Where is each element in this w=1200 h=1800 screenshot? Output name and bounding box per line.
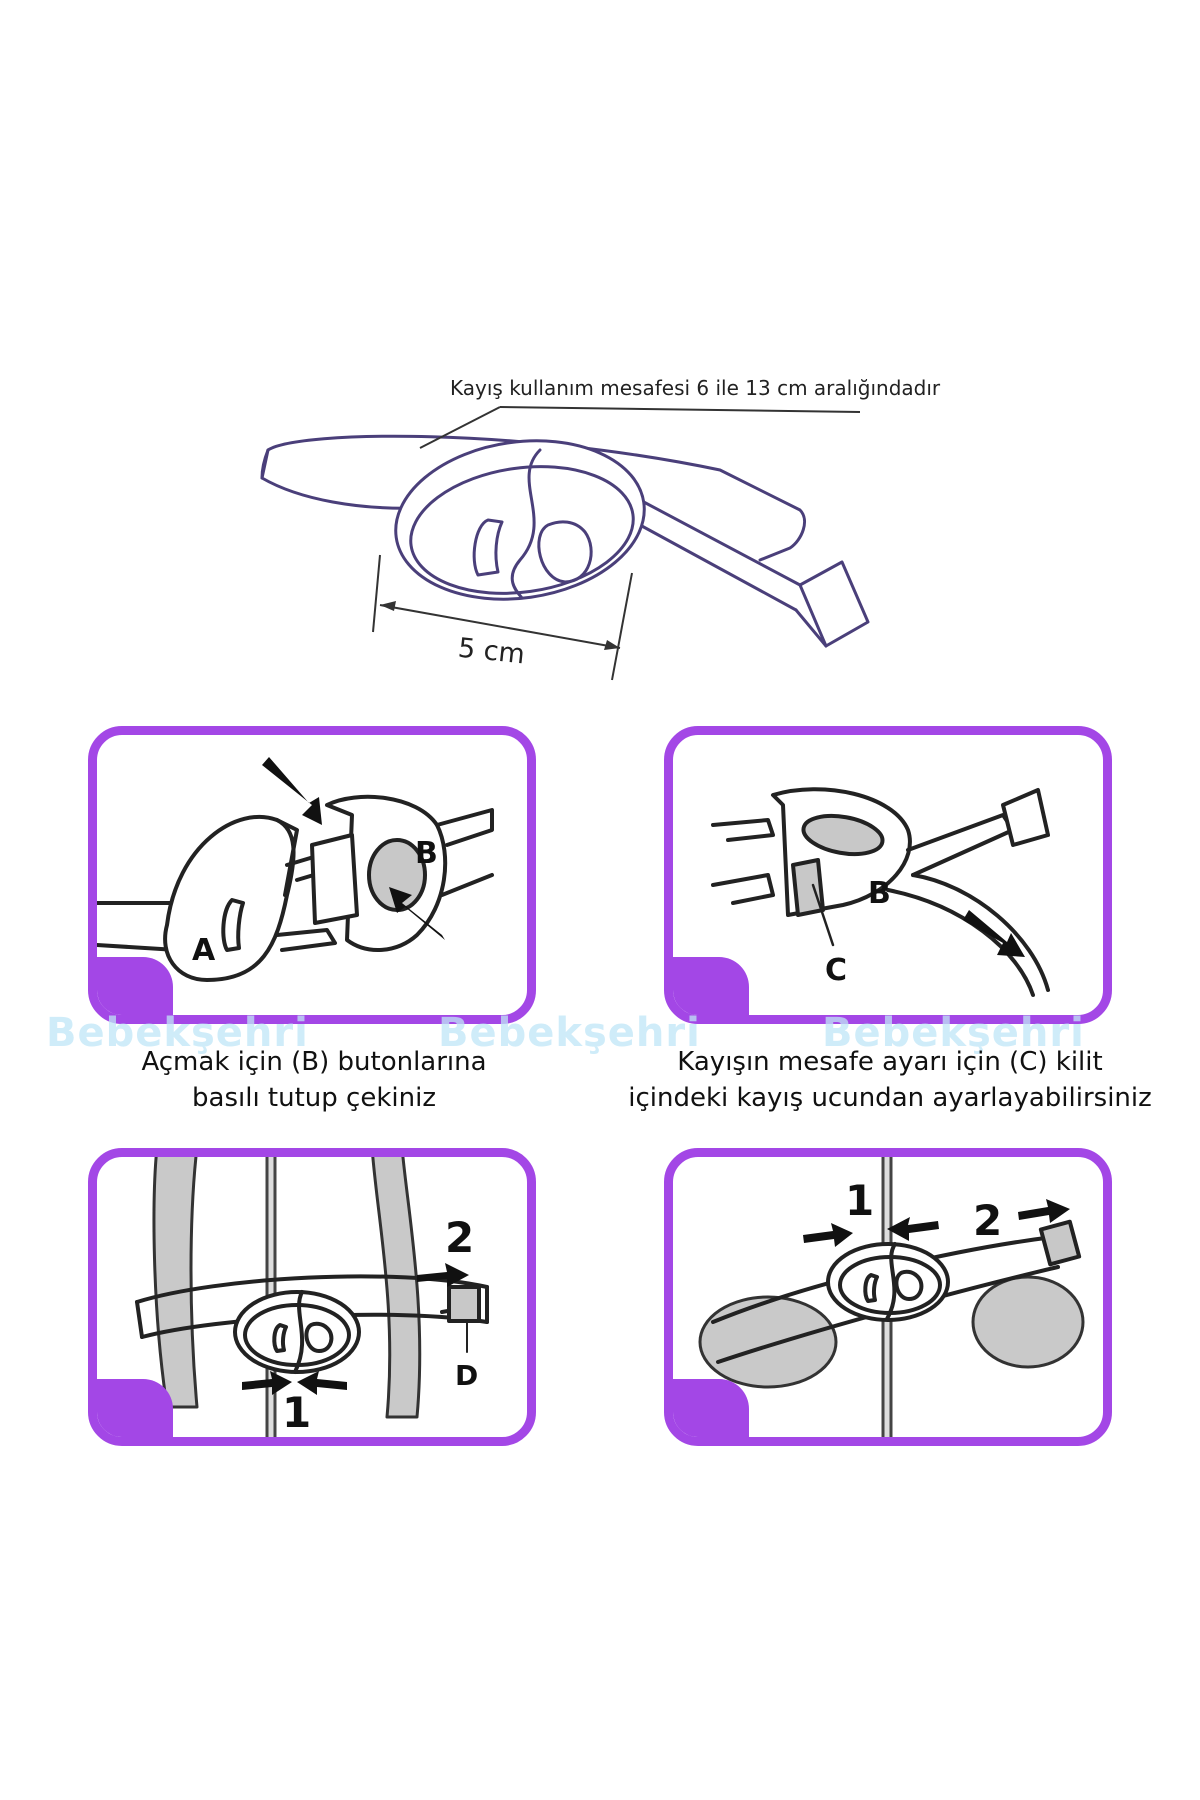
knob-install-drawing: 2 1 D (135, 1157, 489, 1437)
step-2-label: 2 (445, 1213, 474, 1262)
strap-range-caption: Kayış kullanım mesafesi 6 ile 13 cm aral… (450, 376, 941, 400)
buckle-adjust-drawing: B C (711, 787, 1050, 997)
label-c: C (825, 953, 847, 988)
panel-knob-install: 2 1 D (88, 1148, 536, 1446)
panel-adjust-instruction: B C (664, 726, 1112, 1024)
adjust-caption: Kayışın mesafe ayarı için (C) kilit için… (600, 1044, 1180, 1116)
watermark: Bebekşehri (822, 1010, 1085, 1056)
open-caption-line-1: Açmak için (B) butonlarına (141, 1047, 487, 1077)
panel-round-knob-install: 1 2 (664, 1148, 1112, 1446)
step-1-label: 1 (845, 1176, 874, 1225)
panel-corner-tab (673, 1379, 749, 1437)
label-b: B (415, 836, 438, 871)
watermark: Bebekşehri (46, 1010, 309, 1056)
label-d: D (455, 1359, 478, 1392)
open-caption: Açmak için (B) butonlarına basılı tutup … (80, 1044, 548, 1116)
buckle-open-drawing: A B (97, 757, 494, 982)
panel-open-instruction: A B (88, 726, 536, 1024)
adjust-caption-line-2: içindeki kayış ucundan ayarlayabilirsini… (628, 1083, 1152, 1113)
open-caption-line-2: basılı tutup çekiniz (192, 1083, 436, 1113)
label-b-adjust: B (868, 876, 891, 911)
strap-overview-drawing (260, 406, 870, 681)
label-a: A (192, 933, 216, 968)
top-figure: Kayış kullanım mesafesi 6 ile 13 cm aral… (0, 0, 1200, 700)
step-1-label: 1 (282, 1388, 311, 1437)
panel-corner-tab (97, 1379, 173, 1437)
panel-corner-tab (673, 957, 749, 1015)
panel-corner-tab (97, 957, 173, 1015)
step-2-label: 2 (973, 1196, 1002, 1245)
adjust-caption-line-1: Kayışın mesafe ayarı için (C) kilit (677, 1047, 1103, 1077)
watermark: Bebekşehri (438, 1010, 701, 1056)
round-knob-install-drawing: 1 2 (698, 1157, 1085, 1437)
